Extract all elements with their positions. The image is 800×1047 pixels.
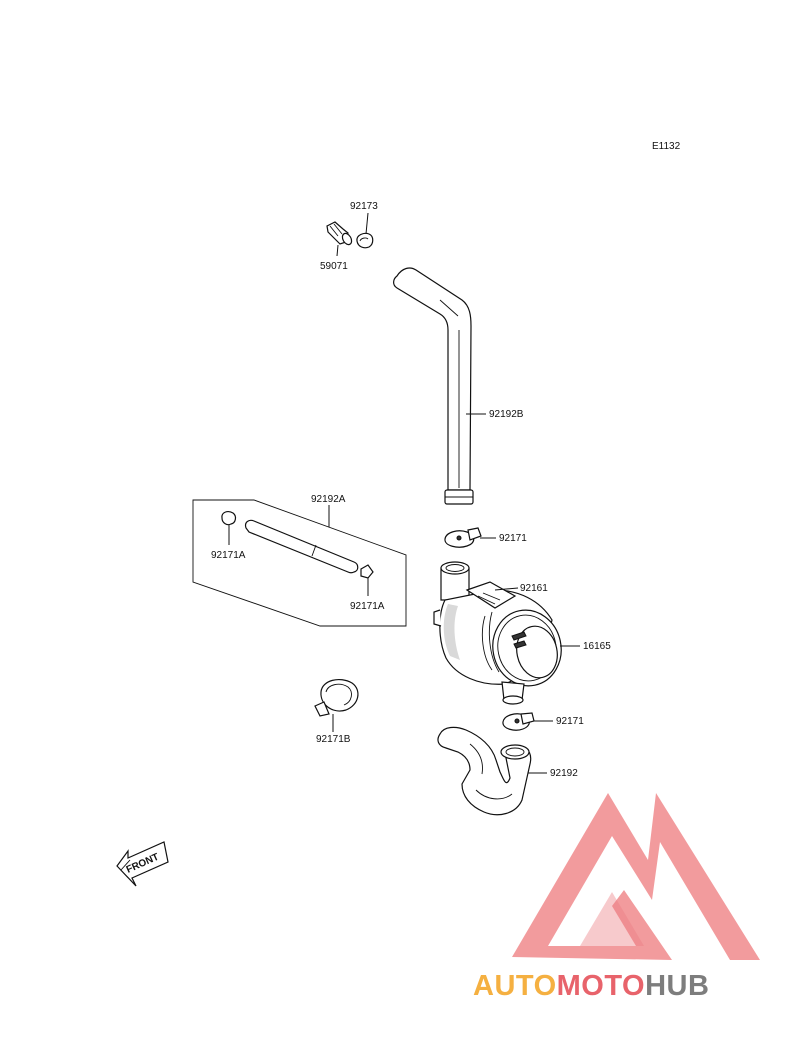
clamp-92171-bottom: [502, 712, 535, 731]
label-92171B: 92171B: [316, 734, 351, 745]
watermark-text: AUTOMOTOHUB: [473, 970, 709, 1002]
label-16165: 16165: [583, 641, 611, 652]
hose-92192B: [393, 267, 474, 505]
label-92171A-left: 92171A: [211, 550, 246, 561]
valve-assembly-16165: [433, 561, 562, 705]
watermark-moto: MOTO: [557, 970, 645, 1002]
label-92192B: 92192B: [489, 409, 524, 420]
label-92192A: 92192A: [311, 494, 346, 505]
kit-box-92192A: [192, 499, 407, 627]
front-arrow: FRONT: [116, 841, 169, 887]
label-92192: 92192: [550, 768, 578, 779]
fitting-59071: [326, 221, 353, 246]
label-92171-top: 92171: [499, 533, 527, 544]
label-59071: 59071: [320, 261, 348, 272]
watermark-auto: AUTO: [473, 970, 557, 1002]
hose-92192: [437, 726, 532, 816]
label-92173: 92173: [350, 201, 378, 212]
label-92171A-right: 92171A: [350, 601, 385, 612]
clamp-92171-top: [444, 527, 482, 548]
diagram-code: E1132: [652, 141, 681, 152]
clip-92173: [356, 232, 374, 249]
watermark-hub: HUB: [645, 970, 709, 1002]
clamp-92171B: [314, 679, 359, 717]
label-92161: 92161: [520, 583, 548, 594]
watermark-logo: [512, 793, 760, 960]
label-92171-bottom: 92171: [556, 716, 584, 727]
